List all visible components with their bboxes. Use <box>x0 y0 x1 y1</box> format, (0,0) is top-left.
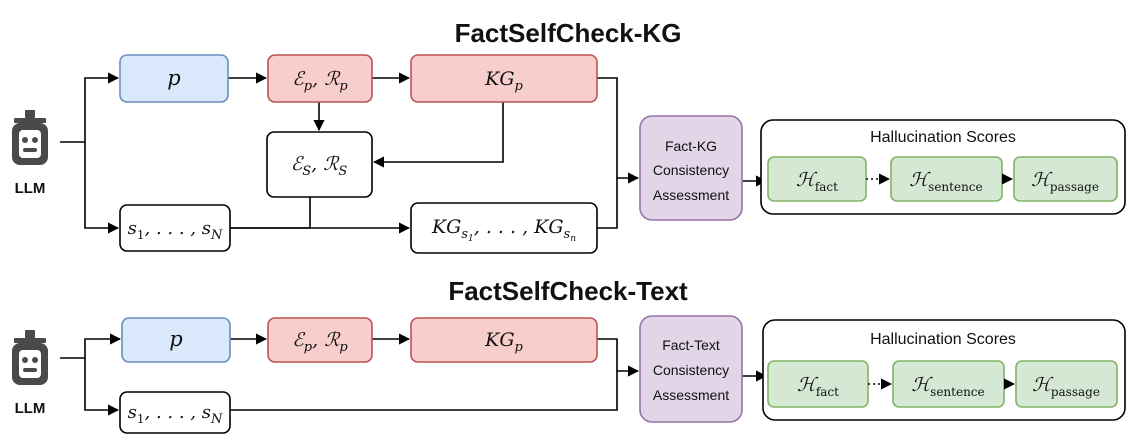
kg-p-label: KGp <box>484 68 523 94</box>
samples-label: s1, . . . , sN <box>128 402 223 427</box>
score-sentence-label: ℋsentence <box>911 374 984 399</box>
samples-box <box>119 204 231 252</box>
score-sentence-box <box>892 360 1005 408</box>
llm-label: LLM <box>15 180 46 197</box>
score-fact-box <box>767 156 867 202</box>
score-fact-label: ℋfact <box>797 374 839 399</box>
assessment-line1: Fact-KG <box>665 138 717 154</box>
score-passage-box <box>1015 360 1118 408</box>
text-section: FactSelfCheck-Text LLM p ℰp, ℛp KGp <box>12 276 1126 434</box>
fact-text-assessment-box <box>639 315 743 423</box>
assessment-line3: Assessment <box>653 387 729 403</box>
assessment-line2: Consistency <box>653 362 729 378</box>
robot-icon <box>12 110 48 165</box>
score-passage-box <box>1013 156 1118 202</box>
entities-relations-s-box <box>266 131 373 198</box>
score-passage-label: ℋpassage <box>1031 169 1099 194</box>
passage-label: p <box>167 66 180 90</box>
assessment-line2: Consistency <box>653 162 729 178</box>
entities-relations-s-label: ℰS, ℛS <box>291 153 348 179</box>
hallucination-scores-title: Hallucination Scores <box>870 331 1016 348</box>
kg-p-box <box>410 317 598 363</box>
score-fact-box <box>767 360 869 408</box>
assessment-line3: Assessment <box>653 187 729 203</box>
text-section-title: FactSelfCheck-Text <box>448 276 688 306</box>
score-sentence-label: ℋsentence <box>909 169 982 194</box>
entities-relations-p-label: ℰp, ℛp <box>292 68 348 94</box>
entities-relations-p-box <box>267 54 373 103</box>
kg-p-label: KGp <box>484 329 523 355</box>
score-fact-label: ℋfact <box>796 169 838 194</box>
llm-label: LLM <box>15 400 46 417</box>
samples-label: s1, . . . , sN <box>128 218 223 243</box>
passage-box <box>119 54 229 103</box>
kg-samples-box <box>410 202 598 254</box>
kg-samples-label: KGs1, . . . , KGsn <box>431 216 576 244</box>
score-passage-label: ℋpassage <box>1032 374 1100 399</box>
kg-p-box <box>410 54 598 103</box>
kg-section: FactSelfCheck-KG LLM p ℰp, ℛp <box>12 18 1126 254</box>
hallucination-scores-title: Hallucination Scores <box>870 129 1016 146</box>
fact-kg-assessment-box <box>639 115 743 221</box>
samples-box <box>119 391 231 434</box>
entities-relations-p-label: ℰp, ℛp <box>292 329 348 355</box>
robot-icon <box>12 330 48 385</box>
assessment-line1: Fact-Text <box>662 337 720 353</box>
kg-section-title: FactSelfCheck-KG <box>455 18 682 48</box>
passage-box <box>121 317 231 363</box>
score-sentence-box <box>890 156 1003 202</box>
entities-relations-p-box <box>267 317 373 363</box>
passage-label: p <box>169 327 182 351</box>
